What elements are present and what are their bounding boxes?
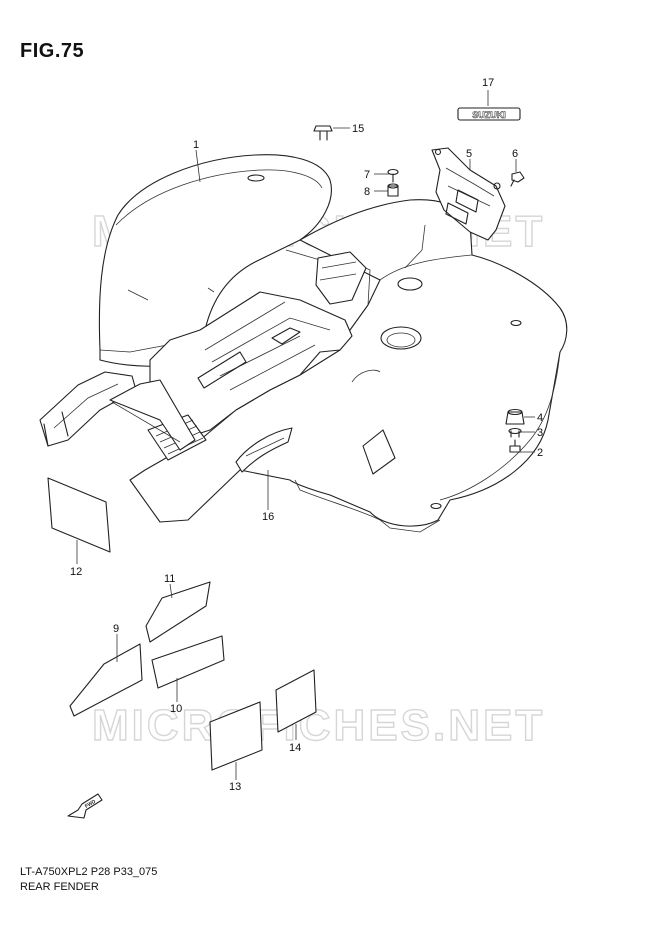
part-number-10: 10 [170,703,182,715]
part-number-9: 9 [113,623,119,635]
fwd-text: FWD [84,799,97,810]
part-number-13: 13 [229,781,241,793]
part-number-8: 8 [364,186,370,198]
collar-part-3 [508,427,522,438]
figure-name: REAR FENDER [20,881,99,893]
part-number-17: 17 [482,77,494,89]
clip-part-15 [313,125,333,141]
screw-part-7 [387,168,399,183]
fwd-arrow-icon: FWD [67,793,103,819]
decal-part-13 [209,701,263,771]
part-number-2: 2 [537,447,543,459]
watermark-bottom: MICROFICHES.NET [92,701,545,750]
part-number-14: 14 [289,742,301,754]
bolt-part-6 [510,171,525,187]
part-number-6: 6 [512,148,518,160]
part-number-4: 4 [537,412,543,424]
part-number-1: 1 [193,139,199,151]
figure-code: LT-A750XPL2 P28 P33_075 [20,866,158,878]
rear-fender-body [39,154,568,533]
emblem-part-17: SUZUKI [457,107,521,121]
part-number-7: 7 [364,169,370,181]
decal-part-11 [145,581,211,643]
emblem-text: SUZUKI [472,110,506,120]
decal-part-14 [275,669,317,733]
decal-part-12 [47,477,111,553]
decal-part-9 [69,643,143,717]
leader-lines [76,90,535,780]
figure-title: FIG.75 [20,40,85,62]
part-number-15: 15 [352,123,364,135]
part-number-11: 11 [164,573,175,585]
nut-part-8 [387,183,399,197]
bracket-part-5 [431,147,506,241]
decal-part-10 [151,635,225,689]
part-number-12: 12 [70,566,82,578]
cushion-part-4 [505,408,525,425]
part-number-5: 5 [466,148,472,160]
part-number-16: 16 [262,511,274,523]
part-number-3: 3 [537,427,543,439]
part-numbers: 1 2 3 4 5 6 7 8 9 10 11 12 13 14 15 16 1… [70,77,543,793]
